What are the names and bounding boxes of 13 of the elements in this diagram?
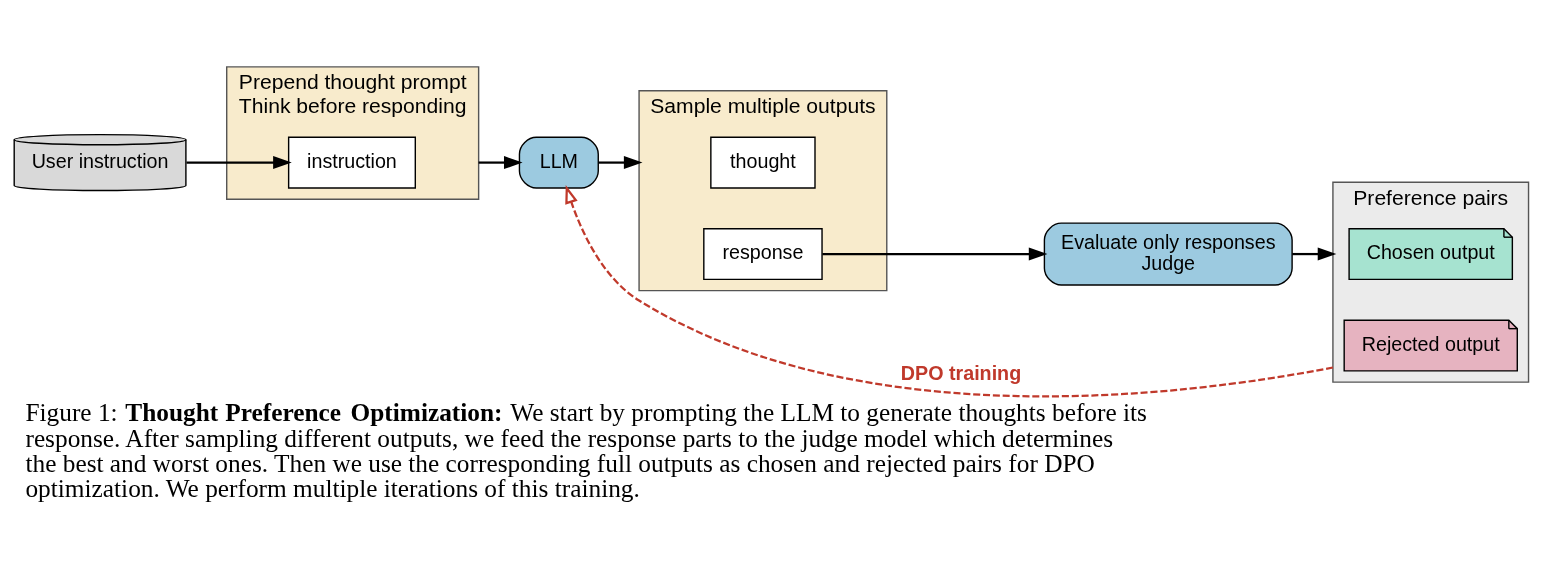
- node-box: thought: [710, 136, 816, 189]
- node-box: Evaluate only responses Judge: [1043, 221, 1293, 286]
- node-box: LLM: [518, 136, 599, 189]
- arrow: [598, 155, 643, 169]
- arrow: [1292, 247, 1337, 261]
- arrow: [186, 155, 292, 169]
- node-box: response: [703, 227, 823, 280]
- edge-label: DPO training: [900, 361, 1022, 384]
- arrow: [565, 184, 1334, 397]
- caption: Figure 1: Thought Preference Optimization: We start by prompting the LLM to generate thoughts before its response. After sampling different outputs, we feed the response parts to the judge model which determines the best and worst ones. Then we use the corresponding full outputs as chosen and rejected pairs for DPO optimization. We perform multiple iterations of this training.: [25, 397, 1147, 502]
- arrow: [478, 155, 523, 169]
- node-box: instruction: [287, 136, 416, 189]
- arrow: [822, 247, 1048, 261]
